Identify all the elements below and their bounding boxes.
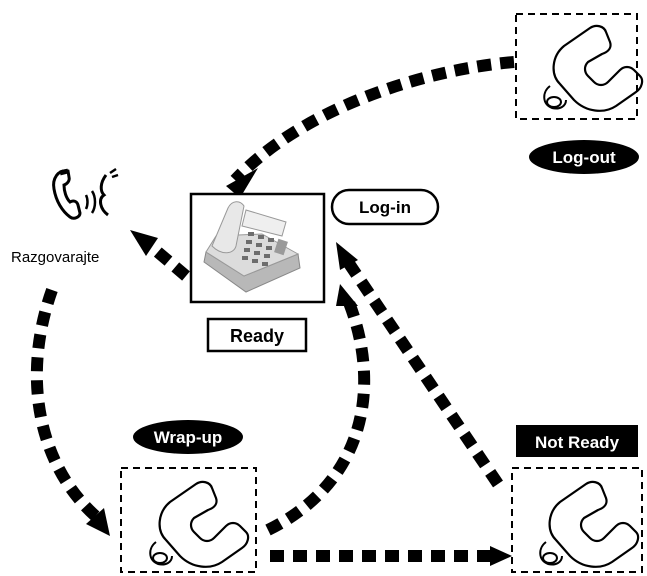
logout-label: Log-out <box>552 148 616 167</box>
notready-phone-box <box>511 467 643 573</box>
talk-label: Razgovarajte <box>11 249 99 266</box>
notready-label: Not Ready <box>535 433 620 452</box>
login-label: Log-in <box>359 198 411 217</box>
arrow-wrapup-to-ready <box>265 284 371 536</box>
arrow-logout-to-login <box>226 56 515 198</box>
arrow-ready-to-talk <box>130 230 190 281</box>
ready-label: Ready <box>230 326 284 346</box>
arrow-wrapup-to-notready <box>270 546 512 566</box>
arrow-notready-to-ready <box>336 242 503 488</box>
ready-label-box: Ready <box>206 317 308 353</box>
wrapup-label: Wrap-up <box>154 428 223 447</box>
talking-handset-icon <box>52 167 119 220</box>
logout-badge: Log-out <box>529 140 639 174</box>
wrapup-phone-box <box>120 467 257 573</box>
desk-phone-icon <box>203 201 301 293</box>
logout-phone-box <box>515 13 644 120</box>
notready-badge: Not Ready <box>516 425 638 457</box>
ready-phone-box <box>189 192 326 304</box>
arrow-talk-to-wrapup <box>30 287 110 536</box>
login-badge: Log-in <box>330 188 440 226</box>
wrapup-badge: Wrap-up <box>133 420 243 454</box>
